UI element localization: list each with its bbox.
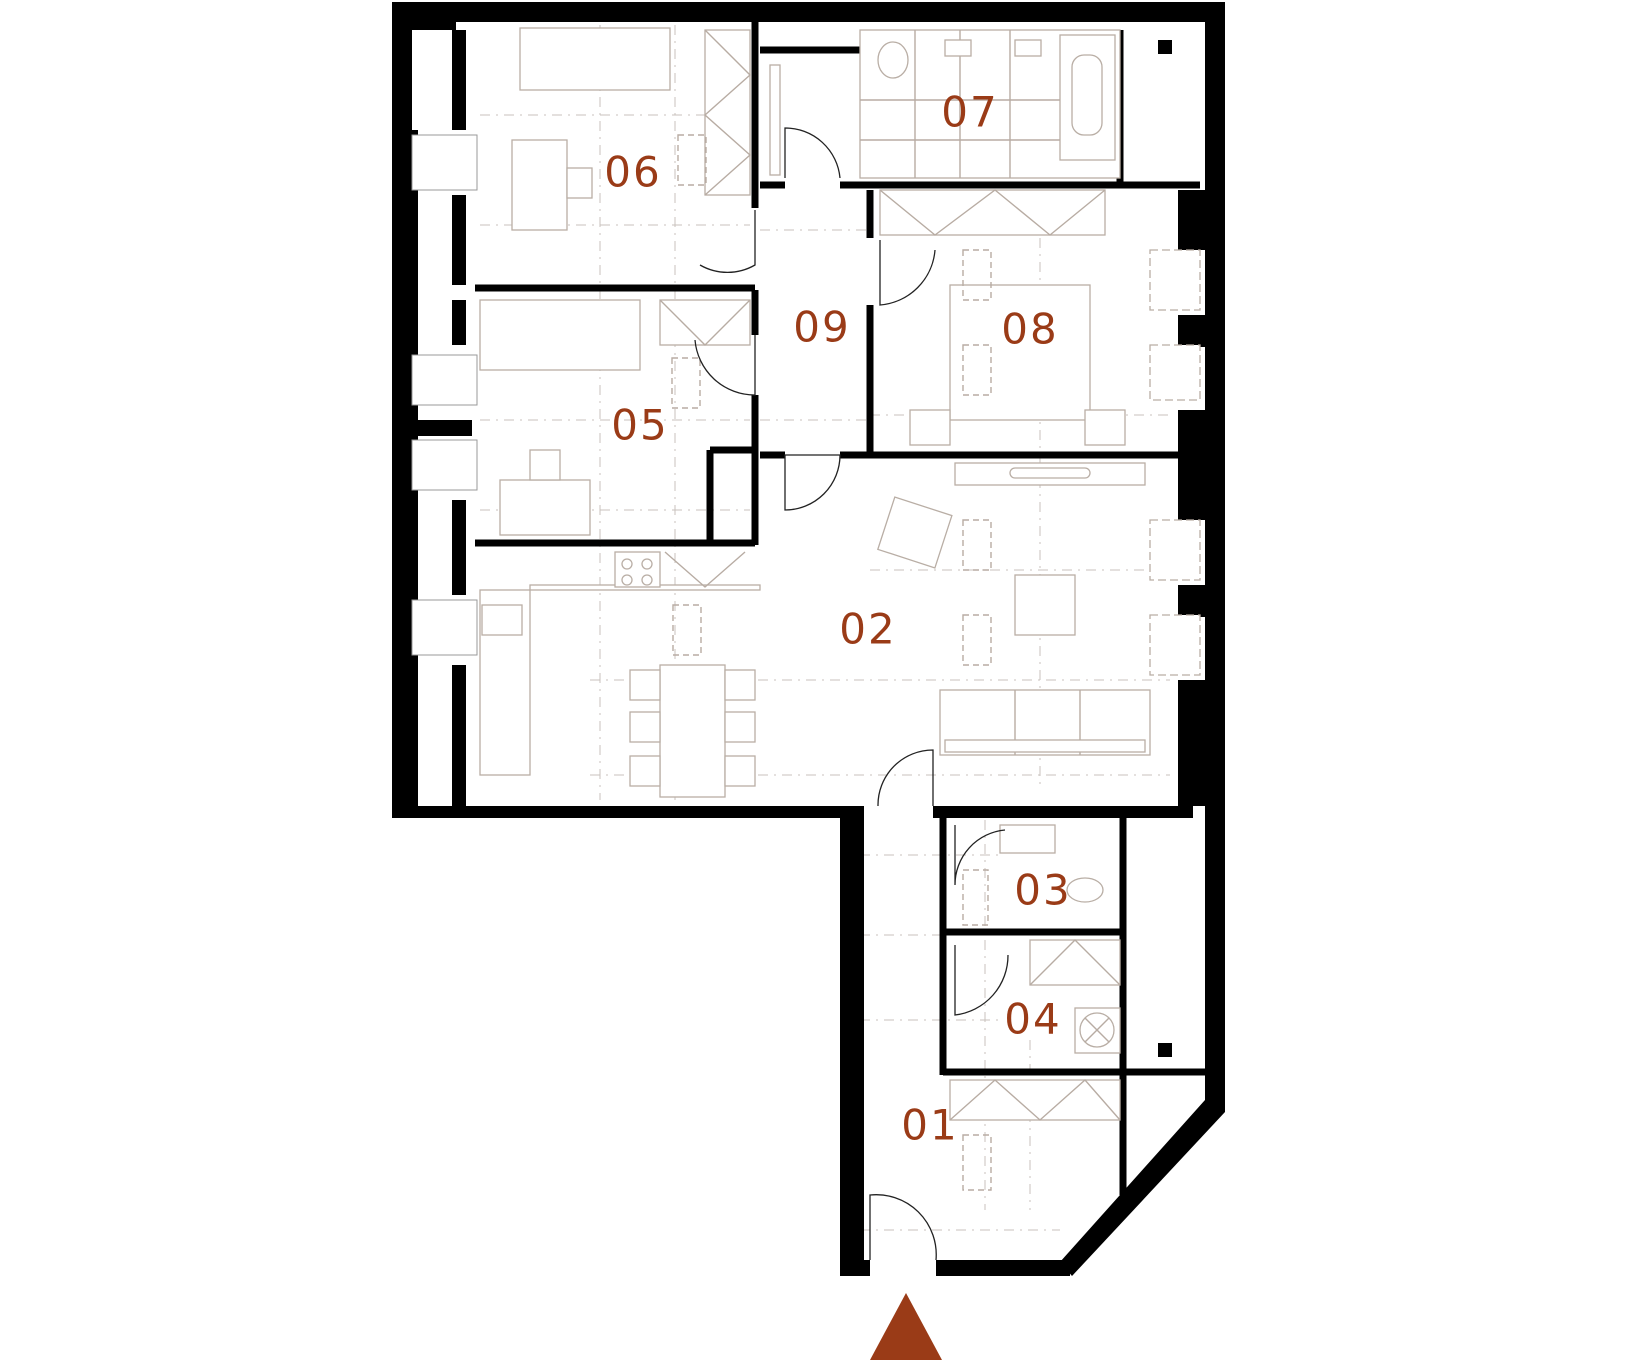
windows-left: [411, 30, 478, 806]
room-label-01: 01: [901, 1101, 958, 1150]
furniture: [479, 27, 1151, 1191]
room-label-07: 07: [941, 88, 998, 137]
room-label-04: 04: [1004, 995, 1061, 1044]
room-labels: 06 07 09 08 05 02 03 04 01: [604, 88, 1071, 1150]
room-label-02: 02: [839, 605, 896, 654]
room-label-03: 03: [1014, 866, 1071, 915]
room-label-05: 05: [611, 401, 668, 450]
room-label-06: 06: [604, 148, 661, 197]
triangle-up-icon: [870, 1293, 942, 1360]
inner-walls: [475, 22, 1205, 1195]
outer-walls: [392, 2, 1225, 1276]
room-label-09: 09: [793, 303, 850, 352]
doors: [694, 127, 1009, 1261]
windows-right: [1149, 249, 1201, 676]
room-label-08: 08: [1001, 305, 1058, 354]
